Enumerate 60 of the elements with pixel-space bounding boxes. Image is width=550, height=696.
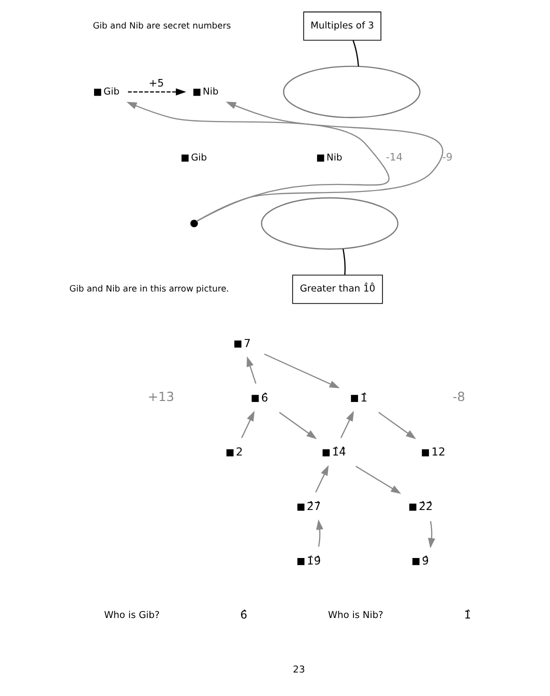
node-box: Greater than 1̂0̂ — [292, 274, 382, 304]
node-box — [234, 340, 241, 348]
connector — [352, 40, 359, 66]
arrow — [264, 354, 340, 388]
node-cloud — [282, 66, 420, 118]
node-box — [296, 558, 304, 566]
node-label: Nib — [202, 86, 218, 98]
label: Gib and Nib are in this arrow picture. — [68, 284, 229, 294]
label: +13 — [147, 389, 174, 404]
node-box — [316, 154, 324, 162]
node-label: Gib — [103, 86, 119, 98]
label: -8 — [452, 389, 465, 404]
node-label: 2̂2̂ — [418, 500, 432, 514]
arrow — [355, 466, 401, 494]
node-label: 1̂4̂ — [332, 446, 346, 459]
node-label: Gib — [190, 152, 206, 164]
node-label: 6̂ — [260, 391, 268, 404]
arrow — [316, 519, 323, 547]
label: 23 — [292, 664, 304, 676]
arrow — [196, 102, 442, 222]
node-box — [421, 449, 428, 456]
node-cloud — [260, 197, 398, 250]
arrow — [278, 412, 316, 440]
node-label: 12 — [430, 446, 445, 459]
label: Who is Gib? — [104, 610, 160, 621]
node-circle — [190, 220, 198, 228]
node-box — [192, 88, 200, 96]
label: Gib and Nib are secret numbers — [92, 21, 230, 32]
node-label: 1̂ — [360, 391, 367, 404]
node-box — [412, 558, 419, 566]
node-box: Multiples of 3 — [302, 12, 381, 41]
edge-label: -14 — [385, 151, 402, 164]
node-box — [296, 504, 304, 511]
node-box — [408, 504, 416, 511]
node-label: 2 — [235, 446, 242, 459]
label: 1̂ — [464, 608, 471, 622]
node-label: 7 — [243, 336, 250, 350]
node-label: 2̂7̂ — [306, 500, 320, 514]
node-box — [251, 394, 258, 402]
node-box — [322, 449, 330, 456]
node-box — [181, 154, 188, 162]
connector — [342, 248, 346, 275]
edge-label: -9 — [442, 151, 452, 164]
node-box — [94, 88, 101, 96]
arrow — [378, 412, 416, 440]
arrow — [314, 465, 328, 492]
node-label: Nib — [326, 152, 342, 164]
arrow — [340, 410, 354, 438]
arrow — [428, 521, 435, 548]
node-box — [350, 394, 358, 402]
label: 6̂ — [240, 608, 247, 622]
edge-label: +5 — [148, 78, 164, 90]
arrow — [240, 410, 254, 438]
arrow — [126, 102, 389, 222]
node-label: 1̂9̂ — [306, 554, 320, 568]
node-label: 9̂ — [421, 554, 428, 568]
arrow — [127, 88, 186, 96]
node-box — [226, 449, 234, 456]
label: Who is Nib? — [328, 610, 383, 621]
arrow — [246, 356, 256, 384]
